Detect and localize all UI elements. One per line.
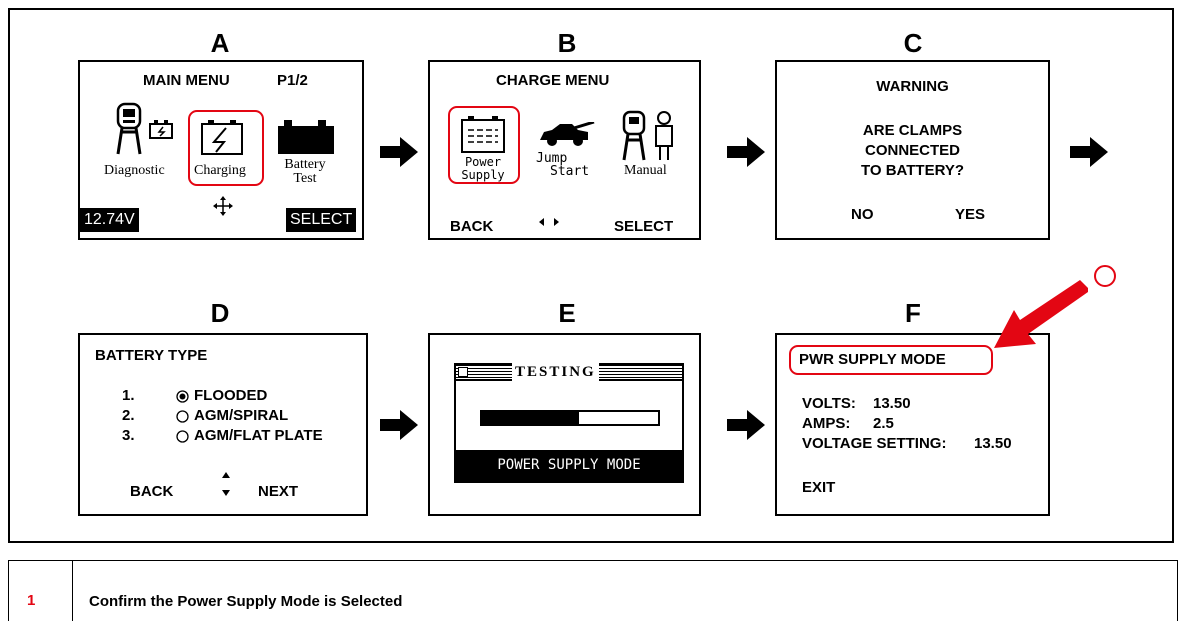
voltage-setting-value: 13.50 bbox=[974, 435, 1012, 452]
right-arrow-icon bbox=[1070, 137, 1108, 167]
jump-start-line2: Start bbox=[550, 164, 590, 179]
charging-icon bbox=[201, 120, 243, 155]
option-number-1: 1. bbox=[122, 387, 135, 404]
option-flooded[interactable]: FLOODED bbox=[194, 387, 268, 404]
step-letter-b: B bbox=[557, 28, 577, 58]
volts-label: VOLTS: bbox=[802, 395, 856, 412]
power-supply-mode-banner: POWER SUPPLY MODE bbox=[456, 450, 682, 481]
right-arrow-icon bbox=[380, 137, 418, 167]
step-letter-a: A bbox=[210, 28, 230, 58]
back-button[interactable]: BACK bbox=[450, 218, 494, 235]
jump-start-line1: Jump bbox=[536, 151, 568, 166]
screen-d-battery-type: BATTERY TYPE 1. FLOODED 2. AGM/SPIRAL 3.… bbox=[78, 333, 368, 516]
select-button[interactable]: SELECT bbox=[286, 208, 357, 232]
amps-label: AMPS: bbox=[802, 415, 851, 432]
radio-unselected-icon[interactable] bbox=[176, 410, 189, 423]
next-button[interactable]: NEXT bbox=[258, 483, 299, 500]
charging-highlight bbox=[188, 110, 264, 186]
step-number: 1 bbox=[27, 592, 36, 609]
progress-bar bbox=[480, 410, 660, 426]
back-button[interactable]: BACK bbox=[130, 483, 174, 500]
select-button[interactable]: SELECT bbox=[614, 218, 674, 235]
screen-e-testing: TESTING POWER SUPPLY MODE bbox=[428, 333, 701, 516]
right-arrow-icon bbox=[380, 410, 418, 440]
left-right-arrows-icon bbox=[539, 218, 559, 226]
up-down-arrows-icon bbox=[222, 472, 230, 496]
diagnostic-tool-icon bbox=[116, 102, 173, 155]
no-button[interactable]: NO bbox=[851, 206, 874, 223]
radio-selected-icon[interactable] bbox=[176, 390, 189, 403]
step-caption: Confirm the Power Supply Mode is Selecte… bbox=[89, 593, 403, 610]
screen-f-power-supply: PWR SUPPLY MODE VOLTS: 13.50 AMPS: 2.5 V… bbox=[775, 333, 1050, 516]
right-arrow-icon bbox=[727, 137, 765, 167]
option-agm-spiral[interactable]: AGM/SPIRAL bbox=[194, 407, 289, 424]
power-supply-label[interactable]: Power Supply bbox=[458, 156, 508, 182]
option-number-3: 3. bbox=[122, 427, 135, 444]
volts-value: 13.50 bbox=[873, 395, 911, 412]
battery-test-line1: Battery bbox=[284, 157, 326, 172]
power-supply-highlight bbox=[448, 106, 520, 184]
battery-test-line2: Test bbox=[293, 171, 317, 186]
step-letter-c: C bbox=[903, 28, 923, 58]
step-letter-d: D bbox=[210, 298, 230, 328]
step-table: 1 Confirm the Power Supply Mode is Selec… bbox=[8, 560, 1178, 621]
jump-start-car-icon bbox=[540, 122, 595, 146]
pwr-supply-highlight bbox=[789, 345, 993, 375]
menu-item-charging[interactable]: Charging bbox=[194, 163, 246, 178]
power-supply-line2: Supply bbox=[461, 168, 505, 182]
power-supply-line1: Power bbox=[464, 155, 502, 169]
voltage-setting-label: VOLTAGE SETTING: bbox=[802, 435, 947, 452]
battery-type-title: BATTERY TYPE bbox=[95, 347, 208, 364]
option-agm-flat-plate[interactable]: AGM/FLAT PLATE bbox=[194, 427, 323, 444]
option-number-2: 2. bbox=[122, 407, 135, 424]
pwr-supply-title: PWR SUPPLY MODE bbox=[799, 351, 946, 368]
menu-item-battery-test[interactable]: Battery Test bbox=[283, 158, 327, 186]
testing-dialog: TESTING POWER SUPPLY MODE bbox=[454, 363, 684, 483]
radio-unselected-icon[interactable] bbox=[176, 430, 189, 443]
step-number-cell: 1 bbox=[9, 561, 73, 621]
close-box-icon[interactable] bbox=[458, 367, 468, 377]
warning-title: WARNING bbox=[876, 78, 949, 95]
jump-start-label[interactable]: Jump Start bbox=[536, 152, 589, 178]
battery-icon bbox=[278, 120, 334, 154]
callout-arrow-icon bbox=[994, 265, 1116, 348]
manual-label[interactable]: Manual bbox=[624, 163, 667, 178]
screen-a-page: P1/2 bbox=[277, 72, 308, 89]
progress-fill bbox=[482, 412, 579, 424]
manual-tester-icon bbox=[622, 110, 673, 161]
exit-button[interactable]: EXIT bbox=[802, 479, 836, 496]
step-letter-f: F bbox=[905, 298, 921, 328]
voltage-readout: 12.74V bbox=[80, 208, 139, 232]
menu-item-diagnostic[interactable]: Diagnostic bbox=[104, 163, 165, 178]
power-supply-icon bbox=[461, 116, 505, 153]
diagram-frame bbox=[8, 8, 1174, 543]
warning-line1: ARE CLAMPS bbox=[862, 122, 963, 139]
testing-title: TESTING bbox=[512, 363, 599, 381]
warning-line3: TO BATTERY? bbox=[860, 162, 965, 179]
amps-value: 2.5 bbox=[873, 415, 894, 432]
screen-c-warning: WARNING ARE CLAMPS CONNECTED TO BATTERY?… bbox=[775, 60, 1050, 240]
screen-b-title: CHARGE MENU bbox=[496, 72, 610, 89]
screen-a-main-menu: MAIN MENU P1/2 Diagnostic Charging Batte… bbox=[78, 60, 364, 240]
screen-b-charge-menu: CHARGE MENU Power Supply Jump Start Manu… bbox=[428, 60, 701, 240]
right-arrow-icon bbox=[727, 410, 765, 440]
screen-a-title: MAIN MENU bbox=[143, 72, 230, 89]
yes-button[interactable]: YES bbox=[955, 206, 986, 223]
warning-line2: CONNECTED bbox=[864, 142, 960, 159]
four-way-arrow-icon bbox=[213, 196, 233, 216]
step-letter-e: E bbox=[558, 298, 576, 328]
